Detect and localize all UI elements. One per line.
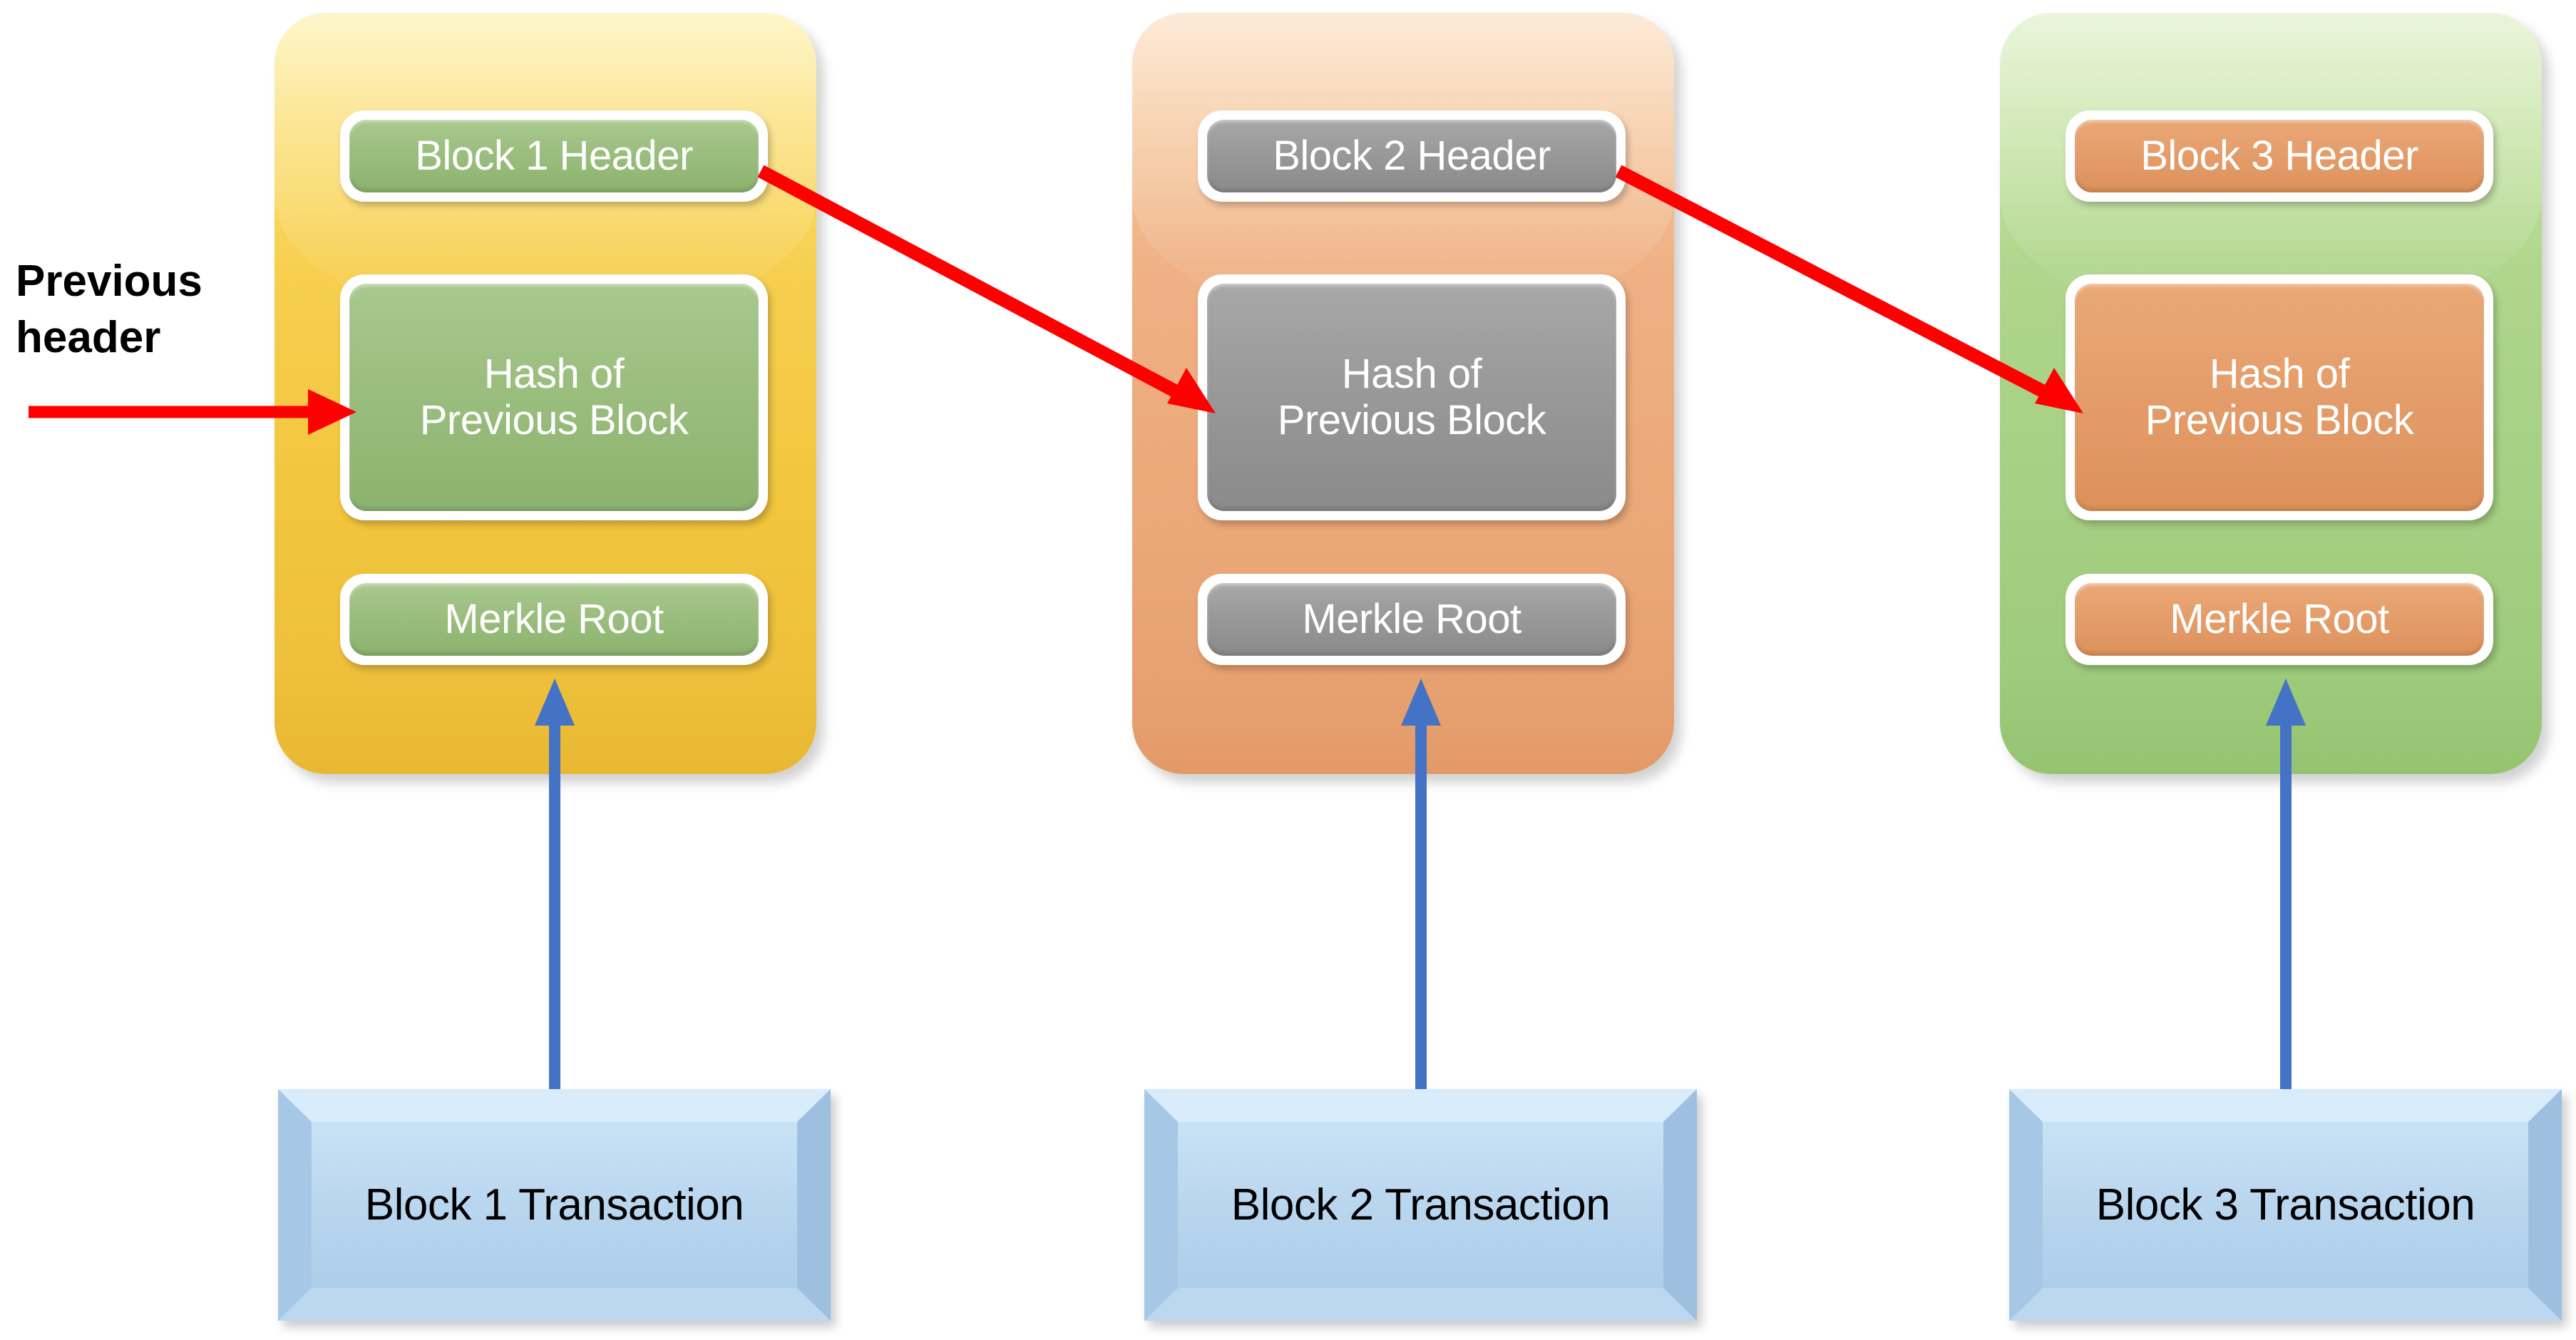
block-2-header-pill[interactable]: Block 2 Header xyxy=(1198,110,1626,202)
block-1-merkle-label: Merkle Root xyxy=(444,595,664,642)
block-2-merkle-inner: Merkle Root xyxy=(1207,583,1616,656)
block-1-header-label: Block 1 Header xyxy=(415,132,693,179)
block-1-hash-inner: Hash of Previous Block xyxy=(349,284,759,511)
block-2-hash-inner: Hash of Previous Block xyxy=(1207,284,1616,511)
block-2-hash-label: Hash of Previous Block xyxy=(1277,350,1546,443)
block-2-hash-pill[interactable]: Hash of Previous Block xyxy=(1198,274,1626,520)
block-3-transaction-label: Block 3 Transaction xyxy=(2095,1180,2475,1230)
block-1-transaction-bevel xyxy=(278,1089,831,1321)
block-3-hash-label: Hash of Previous Block xyxy=(2145,350,2414,443)
block-2-header-label: Block 2 Header xyxy=(1273,132,1551,179)
block-1-transaction-label: Block 1 Transaction xyxy=(364,1180,744,1230)
block-3-header-inner: Block 3 Header xyxy=(2075,120,2484,192)
block-1-header-inner: Block 1 Header xyxy=(349,120,759,192)
block-2-merkle-pill[interactable]: Merkle Root xyxy=(1198,574,1626,665)
block-2-transaction-label: Block 2 Transaction xyxy=(1231,1180,1611,1230)
block-1-merkle-pill[interactable]: Merkle Root xyxy=(340,574,768,665)
block-2-transaction-bevel xyxy=(1144,1089,1697,1321)
block-3-transaction-box[interactable]: Block 3 Transaction xyxy=(2009,1089,2562,1321)
block-3-header-pill[interactable]: Block 3 Header xyxy=(2066,110,2493,202)
block-2-header-inner: Block 2 Header xyxy=(1207,120,1616,192)
block-2-transaction-box[interactable]: Block 2 Transaction xyxy=(1144,1089,1697,1321)
block-2-merkle-label: Merkle Root xyxy=(1302,595,1522,642)
block-3-header-label: Block 3 Header xyxy=(2140,132,2418,179)
previous-header-label: Previous header xyxy=(16,257,202,363)
block-1-header-pill[interactable]: Block 1 Header xyxy=(340,110,768,202)
block-3-merkle-label: Merkle Root xyxy=(2170,595,2389,642)
block-1-transaction-box[interactable]: Block 1 Transaction xyxy=(278,1089,831,1321)
block-3-transaction-bevel xyxy=(2009,1089,2562,1321)
block-1-hash-label: Hash of Previous Block xyxy=(419,350,689,443)
block-3-merkle-pill[interactable]: Merkle Root xyxy=(2066,574,2493,665)
block-1-merkle-inner: Merkle Root xyxy=(349,583,759,656)
block-3-merkle-inner: Merkle Root xyxy=(2075,583,2484,656)
block-3-hash-inner: Hash of Previous Block xyxy=(2075,284,2484,511)
block-1-hash-pill[interactable]: Hash of Previous Block xyxy=(340,274,768,520)
block-3-hash-pill[interactable]: Hash of Previous Block xyxy=(2066,274,2493,520)
